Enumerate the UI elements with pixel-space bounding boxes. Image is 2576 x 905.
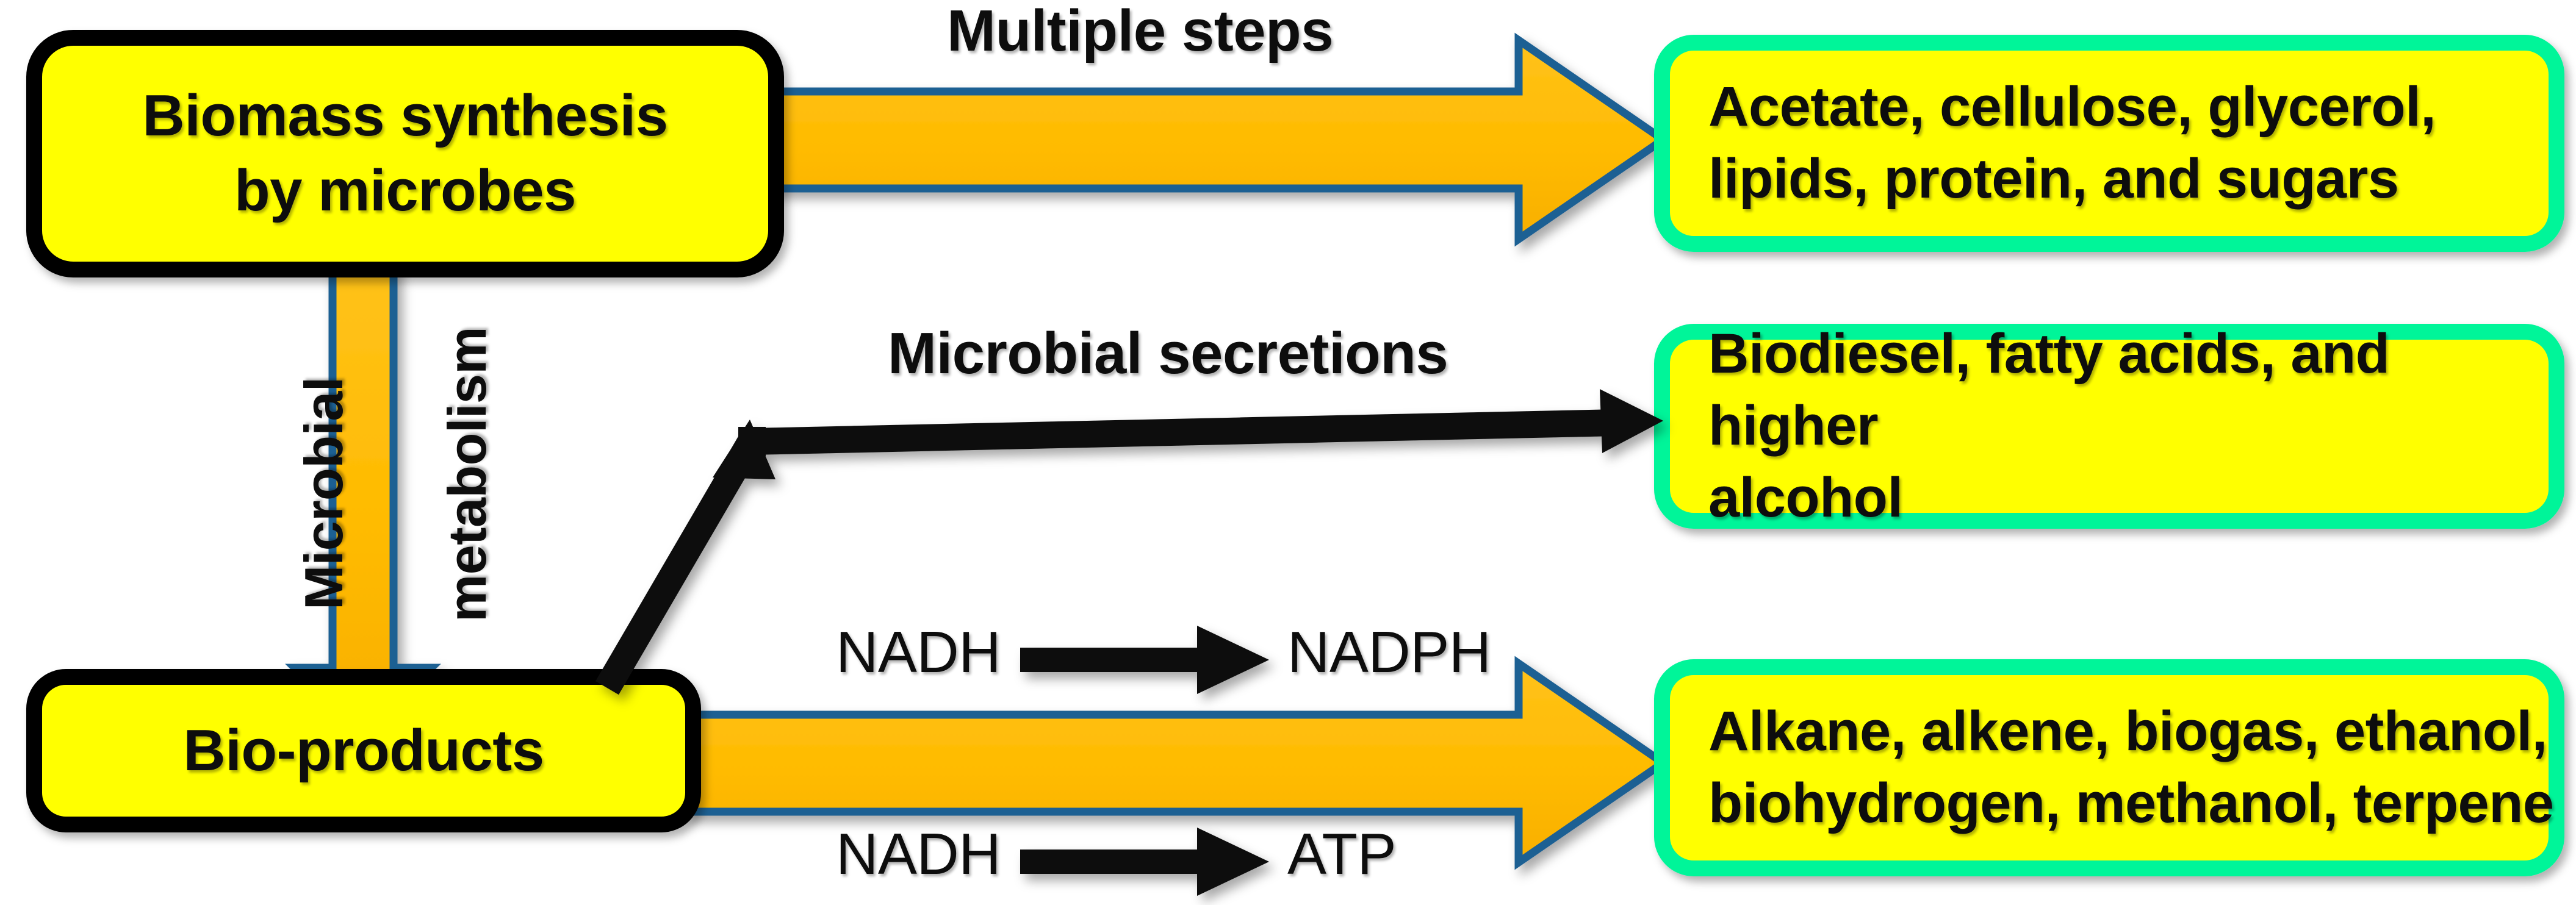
reaction-product-atp: ATP: [1287, 821, 1397, 887]
node-biomass-outputs[interactable]: [1654, 35, 2564, 252]
reaction-arrow-nadh-atp: [1020, 828, 1269, 896]
reaction-product-nadph: NADPH: [1287, 620, 1491, 685]
reaction-reactant-nadh-atp: NADH: [836, 821, 1001, 887]
reaction-arrow-nadh-nadph: [1020, 626, 1269, 694]
node-bioproduct-outputs[interactable]: [1654, 659, 2564, 876]
elbow-arrow-microbial-secretions: [595, 389, 1663, 695]
node-bio-products[interactable]: [26, 669, 701, 832]
edge-label-microbial-metabolism-part2: metabolism: [437, 326, 497, 622]
edge-label-microbial-secretions: Microbial secretions: [888, 321, 1448, 386]
node-secretion-outputs[interactable]: [1654, 324, 2564, 529]
reaction-reactant-nadh-nadph: NADH: [836, 620, 1001, 685]
block-arrow-bioproduct-conversion: [684, 656, 1671, 870]
block-arrow-multiple-steps: [768, 32, 1671, 247]
node-biomass-synthesis[interactable]: [26, 30, 784, 277]
edge-label-multiple-steps: Multiple steps: [947, 0, 1334, 63]
edge-label-microbial-metabolism-part1: Microbial: [293, 377, 354, 610]
